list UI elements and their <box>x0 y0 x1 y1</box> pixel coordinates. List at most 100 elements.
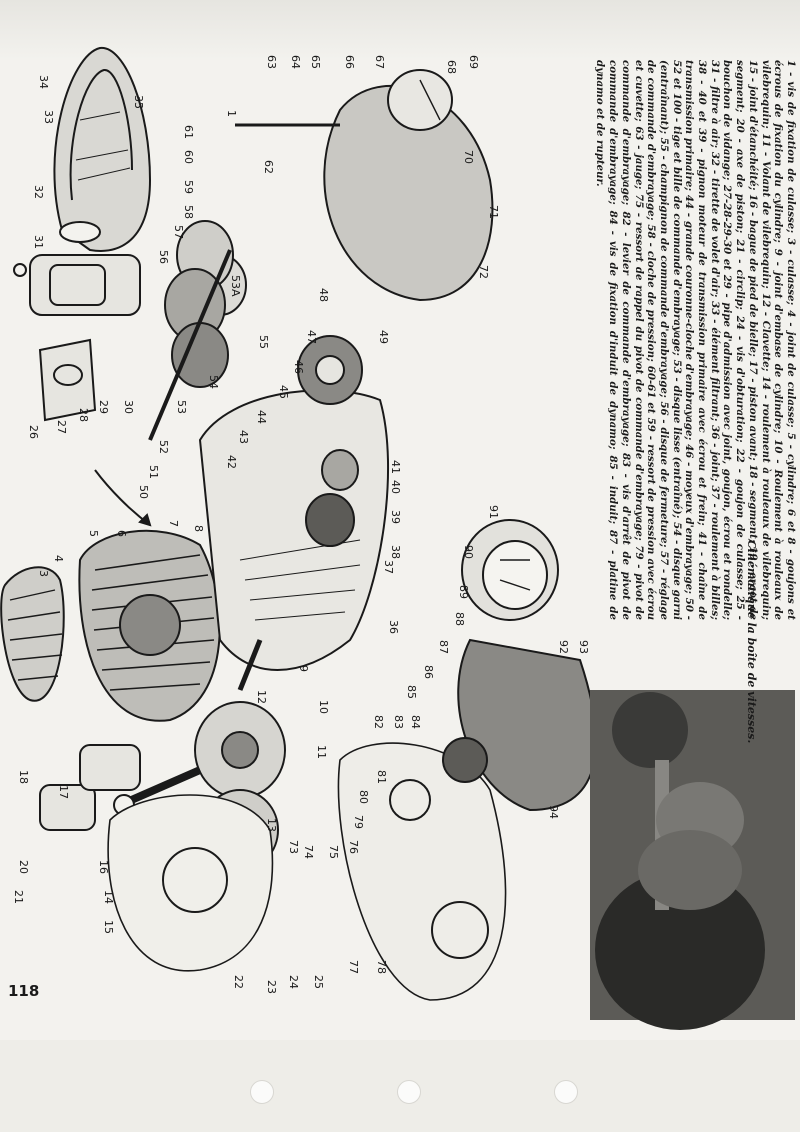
callout-number: 43 <box>237 430 250 444</box>
crankcase <box>198 389 389 671</box>
callout-number: 77 <box>347 960 360 974</box>
callout-number: 27 <box>55 420 68 434</box>
callout-number: 3 <box>37 570 50 577</box>
legend-paragraph: 1 - vis de fixation de culasse; 3 - cula… <box>594 60 797 620</box>
carburettor <box>13 254 141 316</box>
clutch-assembly <box>148 220 363 547</box>
callout-number: 59 <box>182 180 195 194</box>
callout-number: 24 <box>287 975 300 989</box>
callout-number: 94 <box>547 805 560 819</box>
callout-number: 53 <box>175 400 188 414</box>
callout-number: 71 <box>487 205 500 219</box>
callout-number: 88 <box>453 612 466 626</box>
callout-number: 47 <box>305 330 318 344</box>
callout-number: 52 <box>157 440 170 454</box>
callout-number: 29 <box>97 400 110 414</box>
callout-number: 17 <box>57 785 70 799</box>
callout-number: 37 <box>382 560 395 574</box>
callout-number: 82 <box>372 715 385 729</box>
callout-number: 53A <box>229 275 242 297</box>
callout-number: 32 <box>32 185 45 199</box>
callout-number: 39 <box>389 510 402 524</box>
callout-number: 6 <box>115 530 128 537</box>
callout-number: 74 <box>302 845 315 859</box>
callout-number: 42 <box>225 455 238 469</box>
callout-number: 1 <box>225 110 238 117</box>
callout-number: 14 <box>102 890 115 904</box>
top-shadow <box>0 0 800 60</box>
punch-hole <box>250 1080 274 1104</box>
callout-number: 45 <box>277 385 290 399</box>
gearbox-photo <box>590 690 795 1030</box>
callout-number: 60 <box>182 150 195 164</box>
callout-number: 31 <box>32 235 45 249</box>
legend-block: 1 - vis de fixation de culasse; 3 - cula… <box>512 60 797 620</box>
callout-number: 69 <box>467 55 480 69</box>
callout-number: 73 <box>287 840 300 854</box>
callout-number: 44 <box>255 410 268 424</box>
callout-number: 10 <box>317 700 330 714</box>
callout-number: 92 <box>557 640 570 654</box>
page-number: 118 <box>8 982 40 1000</box>
callout-number: 33 <box>42 110 55 124</box>
callout-number: 79 <box>352 815 365 829</box>
legend-text-rotated: 1 - vis de fixation de culasse; 3 - cula… <box>512 60 797 620</box>
callout-number: 78 <box>375 960 388 974</box>
callout-number: 22 <box>232 975 245 989</box>
callout-number: 57 <box>172 225 185 239</box>
callout-number: 83 <box>392 715 405 729</box>
callout-number: 76 <box>347 840 360 854</box>
callout-number: 49 <box>377 330 390 344</box>
callout-number: 15 <box>102 920 115 934</box>
cylinder <box>78 529 221 722</box>
callout-number: 38 <box>389 545 402 559</box>
callout-number: 12 <box>255 690 268 704</box>
callout-number: 90 <box>462 545 475 559</box>
callout-number: 70 <box>462 150 475 164</box>
callout-number: 87 <box>437 640 450 654</box>
callout-number: 64 <box>289 55 302 69</box>
callout-number: 11 <box>315 745 328 759</box>
callout-number: 13 <box>265 818 278 832</box>
callout-number: 61 <box>182 125 195 139</box>
dynamo-cover <box>461 519 559 621</box>
callout-number: 81 <box>375 770 388 784</box>
callout-number: 40 <box>389 480 402 494</box>
callout-number: 28 <box>77 408 90 422</box>
callout-number: 4 <box>52 555 65 562</box>
callout-number: 51 <box>147 465 160 479</box>
callout-number: 36 <box>387 620 400 634</box>
photo-caption-block: Cinématique la boîte de vitesses. <box>736 540 758 760</box>
callout-number: 85 <box>405 685 418 699</box>
callout-number: 72 <box>477 265 490 279</box>
callout-number: 50 <box>137 485 150 499</box>
callout-number: 26 <box>27 425 40 439</box>
callout-number: 89 <box>457 585 470 599</box>
callout-number: 35 <box>132 95 145 109</box>
callout-number: 80 <box>357 790 370 804</box>
clutch-side-cover <box>337 742 507 1001</box>
air-filter-housing <box>53 46 152 252</box>
callout-number: 23 <box>265 980 278 994</box>
callout-number: 5 <box>87 530 100 537</box>
callout-number: 46 <box>292 360 305 374</box>
callout-number: 54 <box>207 375 220 389</box>
callout-number: 86 <box>422 665 435 679</box>
callout-number: 75 <box>327 845 340 859</box>
dynamo-cowl <box>442 638 597 812</box>
callout-number: 56 <box>157 250 170 264</box>
callout-number: 16 <box>97 860 110 874</box>
callout-number: 68 <box>445 60 458 74</box>
callout-number: 66 <box>343 55 356 69</box>
punch-hole <box>554 1080 578 1104</box>
punch-hole <box>397 1080 421 1104</box>
callout-number: 34 <box>37 75 50 89</box>
cylinder-head <box>0 566 65 702</box>
photo-caption: Cinématique la boîte de vitesses. <box>745 540 758 744</box>
callout-number: 55 <box>257 335 270 349</box>
callout-number: 65 <box>309 55 322 69</box>
intake-pipe <box>38 338 97 422</box>
